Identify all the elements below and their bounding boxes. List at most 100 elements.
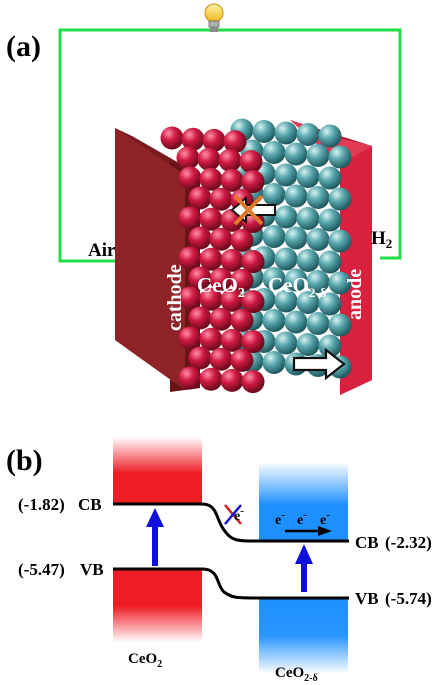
sphere-layers: [160, 118, 352, 394]
ceo2-sphere: [241, 250, 265, 274]
ceo2d-sphere: [296, 333, 320, 356]
ceo2-sphere: [199, 207, 223, 231]
panel-a-label: (a): [6, 30, 41, 63]
ceo2-sphere: [176, 146, 200, 170]
ceo2-sphere: [220, 368, 244, 392]
ceo2d-sphere: [274, 205, 298, 229]
vb-edge-line: [113, 567, 349, 600]
ceo2-material-label: CeO2: [128, 651, 162, 670]
ceo2-sphere: [199, 327, 223, 351]
ceo2d-sphere: [284, 142, 308, 166]
ceo2-sphere: [188, 266, 212, 290]
ceo2-sphere: [181, 127, 205, 151]
ceo2-sphere: [209, 347, 233, 371]
ceo2d-sphere: [306, 312, 330, 335]
transport-arrow-icon: [292, 347, 346, 381]
ceo2d-sphere: [306, 144, 330, 167]
ceo2-sphere: [241, 170, 265, 194]
ceo2d-sphere: [306, 228, 330, 251]
ceo2d-sphere: [284, 226, 308, 250]
ceo2-sphere: [209, 307, 233, 331]
ceo2d-sphere: [274, 289, 298, 313]
blocked-electron-cross-icon: [224, 504, 242, 525]
ceo2d-sphere: [284, 310, 308, 334]
ceo2-conduction-band: [113, 437, 202, 503]
ceo2-sphere: [188, 186, 212, 210]
ceo2d-sphere: [318, 166, 342, 190]
ceo2-sphere: [230, 308, 254, 332]
ceo2-sphere: [178, 326, 202, 350]
cathode-plate: [115, 128, 200, 392]
ceo2-sphere: [220, 288, 244, 312]
ceo2d-sphere: [328, 187, 352, 211]
ceo2-sphere: [230, 228, 254, 252]
cb-edge-line: [113, 502, 349, 543]
ceo2d-sphere: [262, 351, 286, 374]
ceo2-sphere: [178, 246, 202, 270]
ceo2d-sphere: [284, 184, 308, 208]
panel-b-label: (b): [6, 444, 43, 477]
ceo2-sphere: [178, 286, 202, 310]
ceo2-sphere: [218, 148, 242, 172]
ceo2-sphere: [199, 287, 223, 311]
ceo2-sphere: [199, 167, 223, 191]
ceo2-sphere: [188, 346, 212, 370]
ceo2d-excitation-arrow: [295, 544, 313, 592]
ceo2-sphere: [178, 166, 202, 190]
ceo2-sphere: [202, 128, 226, 152]
ceo2-sphere: [188, 226, 212, 250]
ceo2d-sphere: [262, 309, 286, 332]
ceo2d-sphere: [296, 249, 320, 272]
electron-blocked-label: e-: [234, 505, 244, 524]
ceo2d-cb-value: (-2.32): [385, 533, 432, 552]
ceo2d-vb-name: VB: [355, 589, 379, 608]
ceo2-sphere: [209, 187, 233, 211]
ceo2d-vb-value: (-5.74): [385, 589, 432, 608]
ceo2-valence-band: [113, 570, 202, 642]
ceo2d-sphere: [306, 186, 330, 209]
blocked-arrow-icon: [230, 194, 276, 226]
ceo2-vb-value: (-5.47): [18, 560, 65, 579]
ceo2-vb-name: VB: [80, 560, 104, 579]
ceo2d-sphere: [296, 291, 320, 314]
ceo2-cb-name: CB: [78, 495, 102, 514]
ceo2-sphere: [241, 290, 265, 314]
light-bulb-icon: [204, 3, 224, 32]
ceo2d-sphere: [262, 267, 286, 290]
ceo2d-cb-name: CB: [355, 533, 379, 552]
ceo2-sphere: [178, 206, 202, 230]
ceo2-sphere: [209, 267, 233, 291]
ceo2d-sphere: [274, 121, 298, 145]
ceo2d-sphere: [296, 123, 320, 146]
h2-label: H2: [371, 228, 392, 251]
ceo2-sphere: [239, 150, 263, 174]
ceo2-sphere: [178, 366, 202, 390]
ceo2d-material-label: CeO2-δ: [275, 665, 318, 684]
ceo2d-sphere: [262, 225, 286, 248]
ceo2d-sphere: [284, 268, 308, 292]
ceo2d-sphere: [274, 247, 298, 271]
ceo2d-sphere: [328, 271, 352, 295]
ceo2d-sphere: [274, 331, 298, 355]
ceo2d-sphere: [274, 163, 298, 187]
ceo2d-sphere: [296, 207, 320, 230]
ceo2d-sphere: [318, 208, 342, 232]
electron-label-1: e-: [275, 509, 285, 528]
ceo2-cb-value: (-1.82): [18, 495, 65, 514]
circuit-wire: [58, 28, 402, 263]
electron-transfer-arrow: [285, 526, 332, 536]
ceo2d-sphere: [252, 120, 276, 143]
ceo2d-sphere: [296, 165, 320, 188]
ceo2-sphere: [220, 168, 244, 192]
ceo2-sphere: [230, 268, 254, 292]
air-label: Air: [88, 240, 116, 261]
ceo2d-sphere: [318, 334, 342, 358]
ceo2-sphere: [188, 306, 212, 330]
ceo2d-sphere: [328, 313, 352, 337]
ceo2-sphere: [209, 227, 233, 251]
ceo2-excitation-arrow: [146, 508, 164, 566]
ceo2-layer-label: CeO2: [197, 273, 245, 301]
ceo2d-valence-band: [259, 598, 348, 674]
ceo2d-sphere: [318, 292, 342, 316]
